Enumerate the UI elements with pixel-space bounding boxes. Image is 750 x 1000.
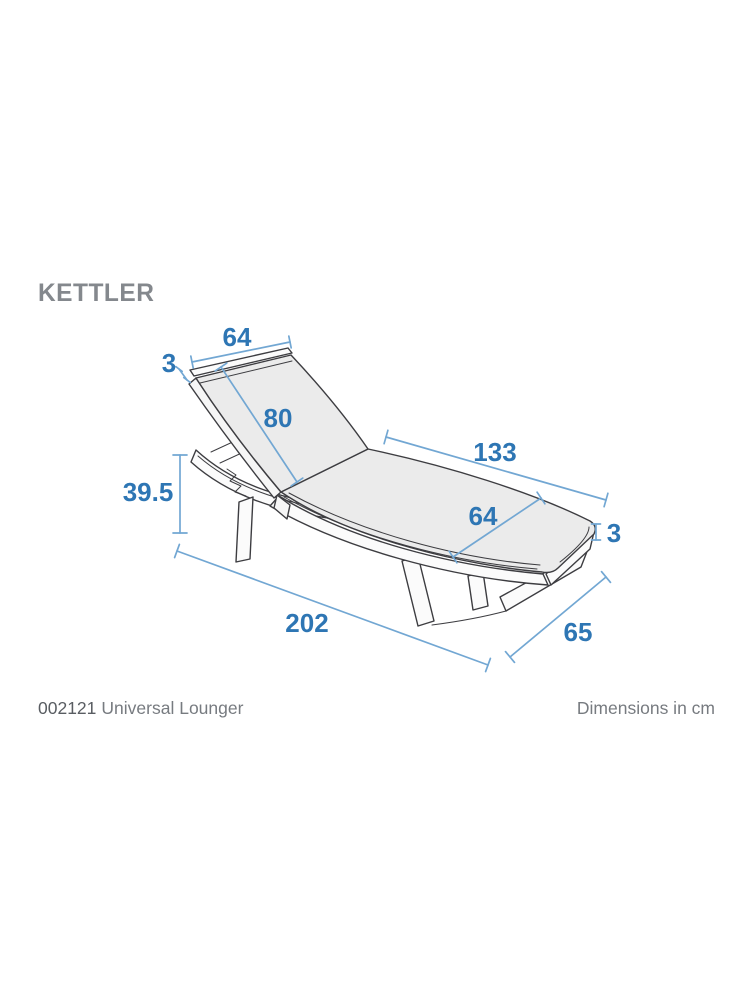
dim-line-seat-width <box>448 491 546 564</box>
seat-length-label: 133 <box>473 437 516 467</box>
backrest-top-rail <box>189 347 293 377</box>
seat-cushion <box>280 448 597 574</box>
brand-logo: KETTLER <box>38 279 155 307</box>
lounger-frame <box>188 347 597 627</box>
dim-line-seat-height <box>172 454 188 534</box>
backrest-cushion-seam <box>199 360 293 384</box>
total-depth-label: 65 <box>564 617 593 647</box>
product-code: 002121 <box>38 698 97 718</box>
dim-line-seat-length <box>383 429 609 508</box>
backrest-cushion <box>195 354 369 493</box>
seat-cushion-piping-2 <box>283 496 538 570</box>
backrest-width-label: 64 <box>223 322 252 352</box>
dim-tick-seat-thickness <box>590 523 602 541</box>
backrest-length-label: 80 <box>264 403 293 433</box>
dim-tick-backrest-thickness <box>174 365 192 384</box>
seat-height-label: 39.5 <box>123 477 174 507</box>
units-note: Dimensions in cm <box>576 698 715 718</box>
head-leg <box>235 496 254 563</box>
dim-line-total-length <box>173 543 492 673</box>
seat-cushion-piping <box>288 492 541 566</box>
foot-corner-seam <box>559 526 590 563</box>
backrest-thickness-label: 3 <box>162 348 176 378</box>
seat-frame-rail <box>269 495 549 586</box>
ratchet-teeth <box>226 468 247 497</box>
dim-line-backrest-length <box>214 362 304 487</box>
seat-width-label: 64 <box>469 501 498 531</box>
dim-line-backrest-width <box>189 335 293 369</box>
pivot-bracket <box>273 494 291 520</box>
product-name: Universal Lounger <box>101 698 244 718</box>
dimension-lines <box>172 335 612 673</box>
dimension-labels: 64 3 80 133 64 3 39.5 202 65 <box>123 322 622 647</box>
total-length-label: 202 <box>285 608 328 638</box>
base-bottom-edge <box>431 610 507 626</box>
seat-thickness-label: 3 <box>607 518 621 548</box>
dim-line-total-depth <box>504 570 612 664</box>
